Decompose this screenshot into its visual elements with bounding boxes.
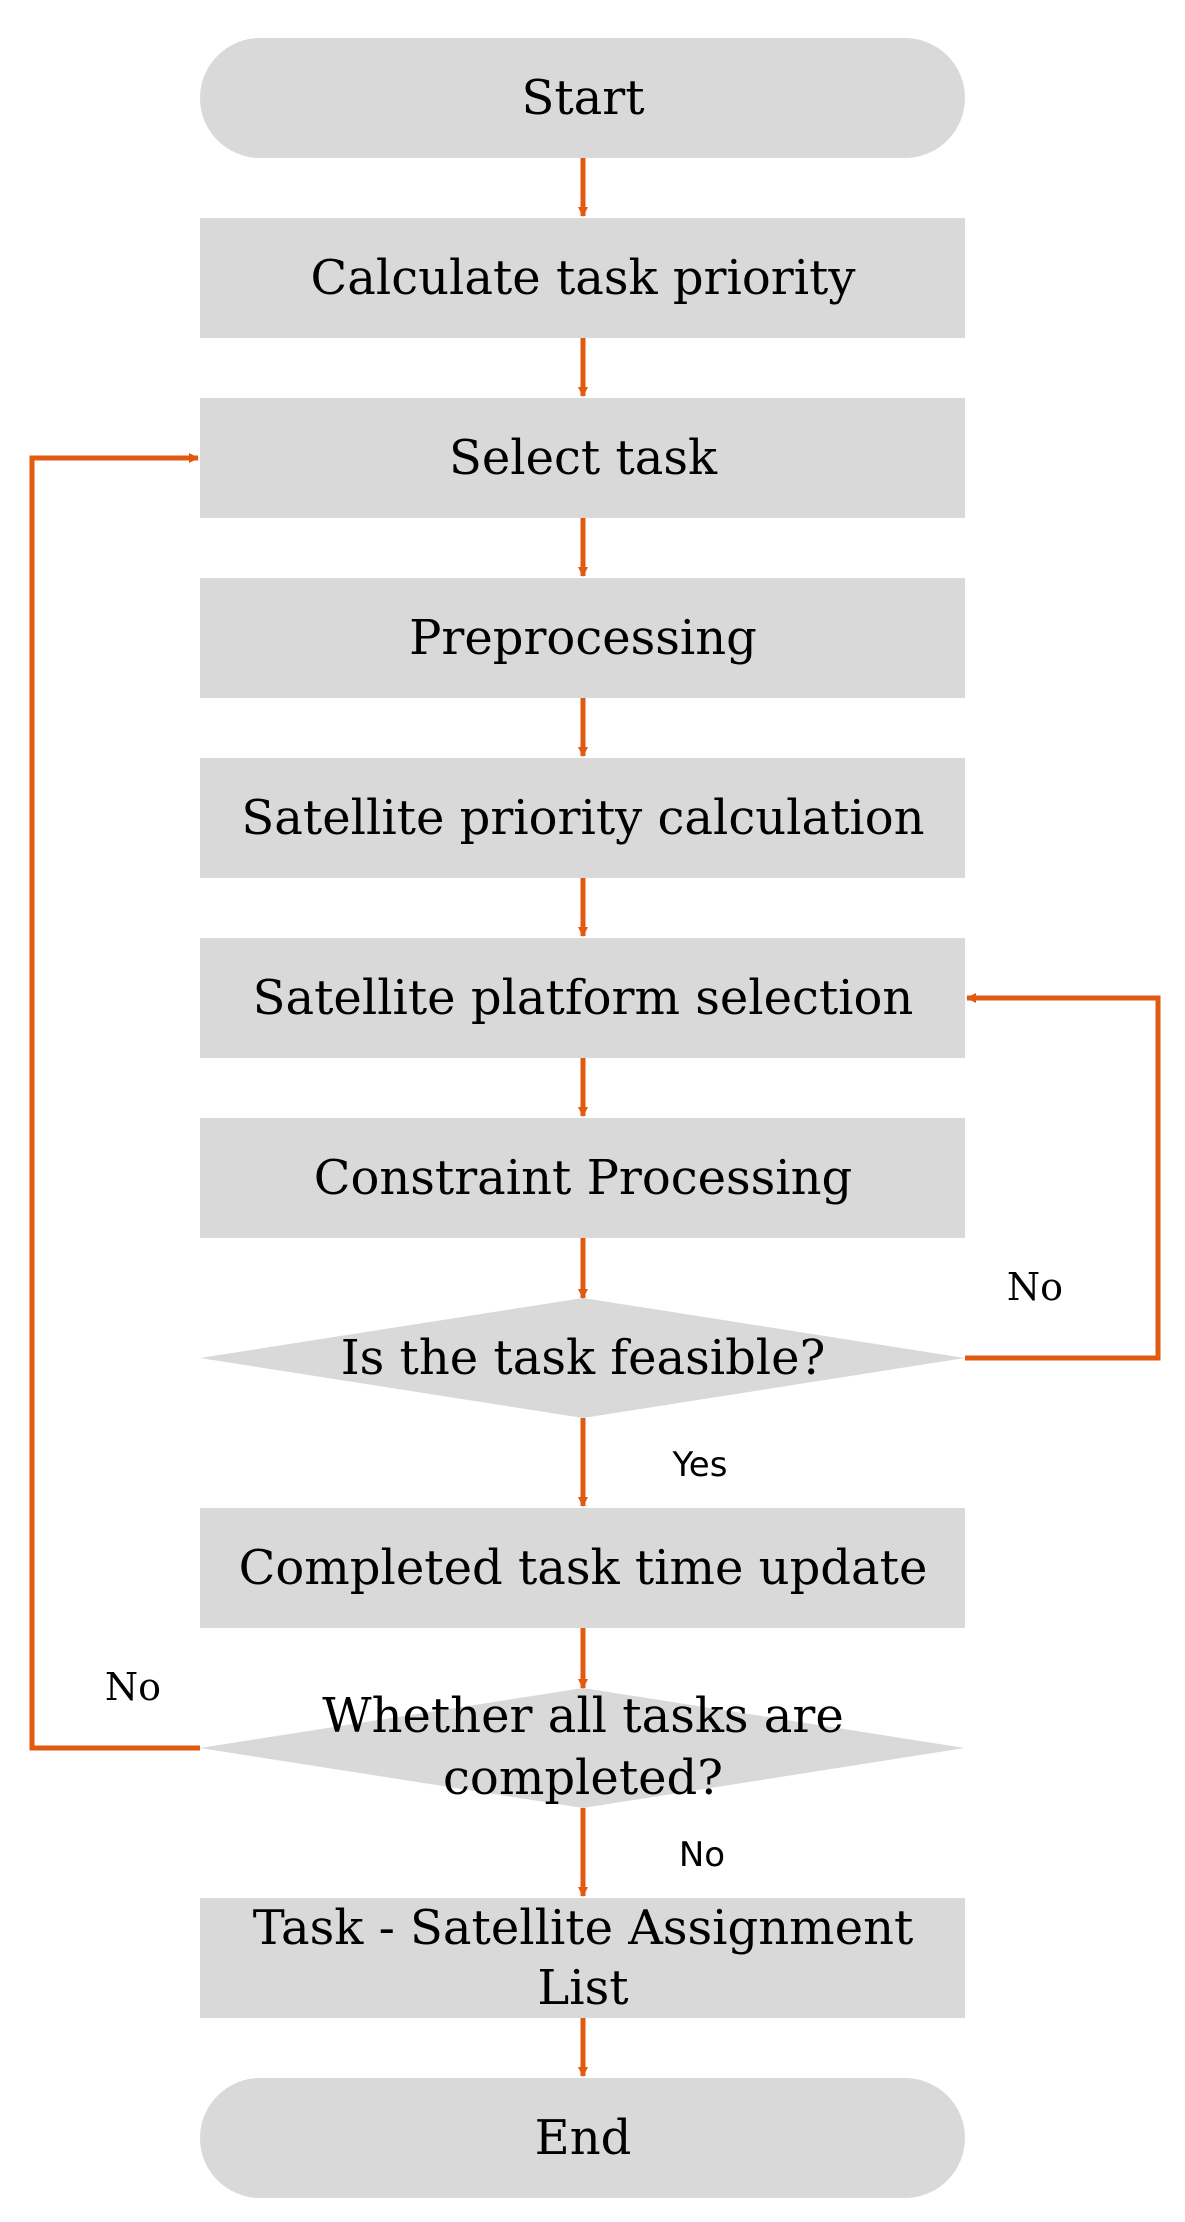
node-end — [200, 2078, 965, 2198]
node-satellite-platform-selection — [200, 938, 965, 1058]
node-satellite-priority-calculation — [200, 758, 965, 878]
edge-label-feasible-yes: Yes — [672, 1445, 728, 1485]
node-end-label: End — [535, 2110, 632, 2166]
node-select-task — [200, 398, 965, 518]
node-task-satellite-assignment-list-line2: List — [537, 1960, 628, 2016]
decision-all-tasks-completed-line2: completed? — [443, 1750, 723, 1806]
node-constraint-processing-label: Constraint Processing — [314, 1150, 853, 1206]
node-calculate-task-priority-label: Calculate task priority — [311, 250, 856, 306]
node-start-label: Start — [521, 70, 644, 126]
node-task-satellite-assignment-list-line1: Task - Satellite Assignment — [253, 1900, 914, 1956]
node-preprocessing-label: Preprocessing — [409, 610, 757, 666]
arrow-feasible-no-loop — [965, 993, 1161, 1361]
decision-all-tasks-completed — [200, 1688, 965, 1808]
arrow-completed-no-loop — [29, 453, 200, 1751]
node-completed-task-time-update-label: Completed task time update — [239, 1540, 928, 1596]
node-start — [200, 38, 965, 158]
edge-label-completed-no-down: No — [679, 1835, 725, 1875]
node-preprocessing — [200, 578, 965, 698]
node-select-task-label: Select task — [449, 430, 718, 486]
edge-label-completed-no-loop: No — [105, 1665, 161, 1709]
node-task-satellite-assignment-list — [200, 1898, 965, 2018]
decision-task-feasible — [200, 1298, 965, 1418]
node-satellite-platform-selection-label: Satellite platform selection — [253, 970, 914, 1026]
node-completed-task-time-update — [200, 1508, 965, 1628]
decision-task-feasible-label: Is the task feasible? — [341, 1330, 826, 1386]
node-calculate-task-priority — [200, 218, 965, 338]
node-constraint-processing — [200, 1118, 965, 1238]
decision-all-tasks-completed-line1: Whether all tasks are — [322, 1688, 844, 1744]
node-satellite-priority-calculation-label: Satellite priority calculation — [241, 790, 924, 846]
edge-label-feasible-no: No — [1007, 1265, 1063, 1309]
